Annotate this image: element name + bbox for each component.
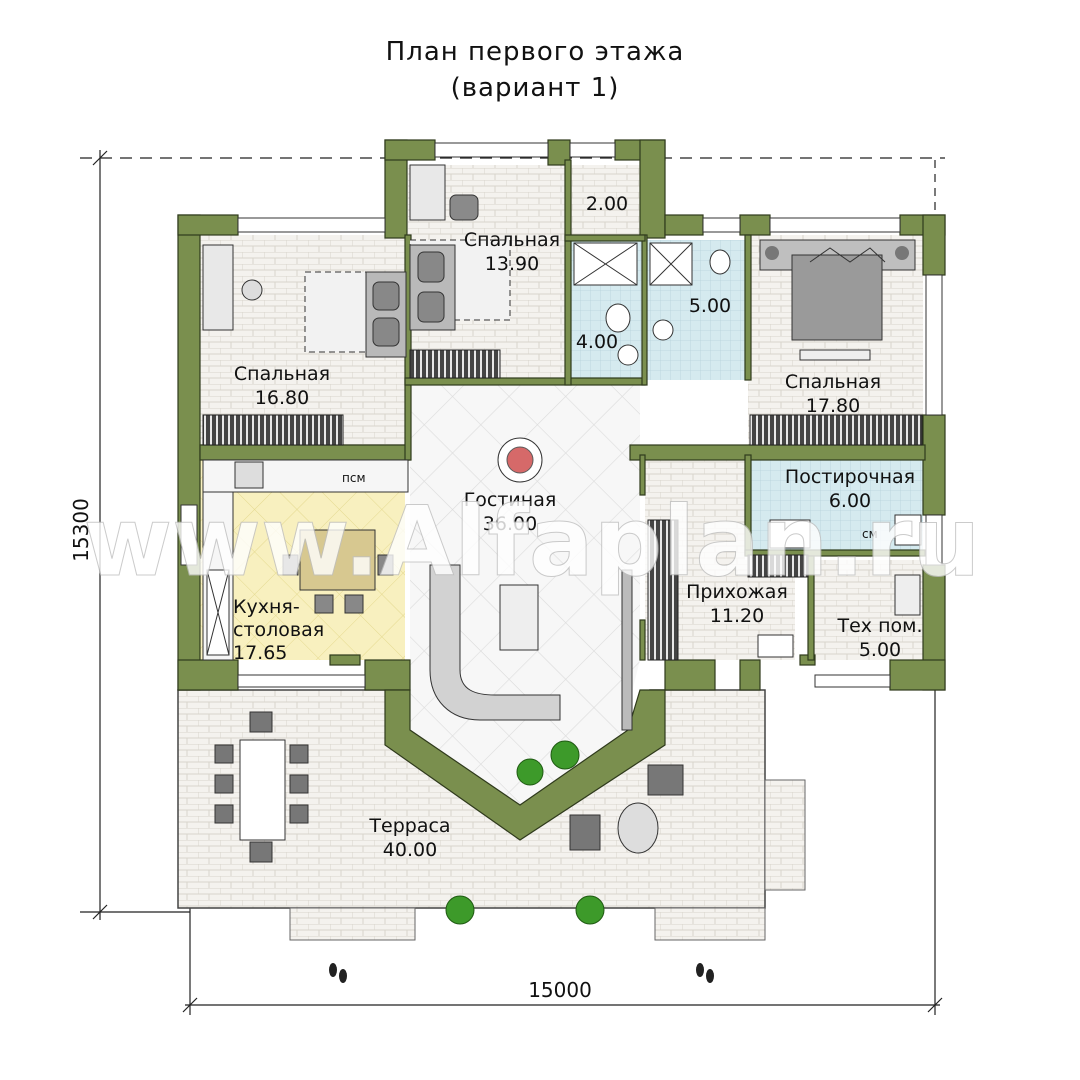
closet-top (409, 349, 501, 379)
washer-label: см (862, 527, 878, 541)
closet-right (749, 414, 923, 446)
kitchen-furniture (202, 459, 409, 661)
kitchen-area: 17.65 (233, 642, 287, 664)
dishwasher-label: псм (342, 471, 366, 485)
terrace-steps-right (764, 779, 806, 891)
wardrobe-area: 2.00 (586, 193, 628, 215)
wardrobe-floor (570, 165, 640, 237)
laundry-area: 6.00 (829, 490, 871, 512)
living-furniture (429, 437, 633, 731)
plan-title-line2: (вариант 1) (451, 73, 620, 103)
kitchen-name-line1: Кухня- (233, 596, 300, 618)
living-name: Гостиная (464, 489, 557, 511)
watermark: www.Alfaplan.ru (83, 486, 980, 598)
bedroom-right-area: 17.80 (806, 395, 860, 417)
laundry-name: Постирочная (785, 466, 915, 488)
terrace-steps-center (654, 907, 766, 941)
dimension-lines (80, 150, 945, 1015)
entrance-markers (329, 963, 714, 983)
laundry-fixtures (769, 514, 922, 549)
bedroom-left-area: 16.80 (255, 387, 309, 409)
terrace-steps-left (289, 907, 416, 941)
plants (445, 740, 605, 925)
dimension-height: 15300 (69, 498, 93, 562)
hall-bench (757, 634, 794, 658)
tech-area: 5.00 (859, 639, 901, 661)
desk-left (202, 244, 263, 331)
bed-left (304, 271, 407, 358)
bath-large-area: 5.00 (689, 295, 731, 317)
hall-name: Прихожая (686, 581, 788, 603)
terrace-area: 40.00 (383, 839, 437, 861)
desk-top (409, 164, 479, 221)
plan-title-line1: План первого этажа (386, 37, 685, 67)
bedroom-top-name: Спальная (464, 229, 560, 251)
bed-right (759, 239, 916, 361)
boiler (894, 574, 921, 616)
bedroom-left-name: Спальная (234, 363, 330, 385)
hall-area: 11.20 (710, 605, 764, 627)
closet-hall (647, 519, 679, 661)
terrace-name: Терраса (368, 815, 450, 837)
closet-hall-small (747, 554, 809, 578)
living-area: 36.00 (483, 513, 537, 535)
bed-top (409, 239, 511, 331)
tech-name: Тех пом. (837, 615, 923, 637)
bedroom-right-name: Спальная (785, 371, 881, 393)
terrace-furniture (214, 711, 684, 863)
closet-left (202, 414, 344, 446)
bath-fixtures (573, 242, 731, 366)
windows (180, 142, 943, 688)
dimension-width: 15000 (528, 978, 592, 1002)
bedroom-top-area: 13.90 (485, 253, 539, 275)
bath-small-area: 4.00 (576, 331, 618, 353)
kitchen-name-line2: столовая (233, 619, 324, 641)
